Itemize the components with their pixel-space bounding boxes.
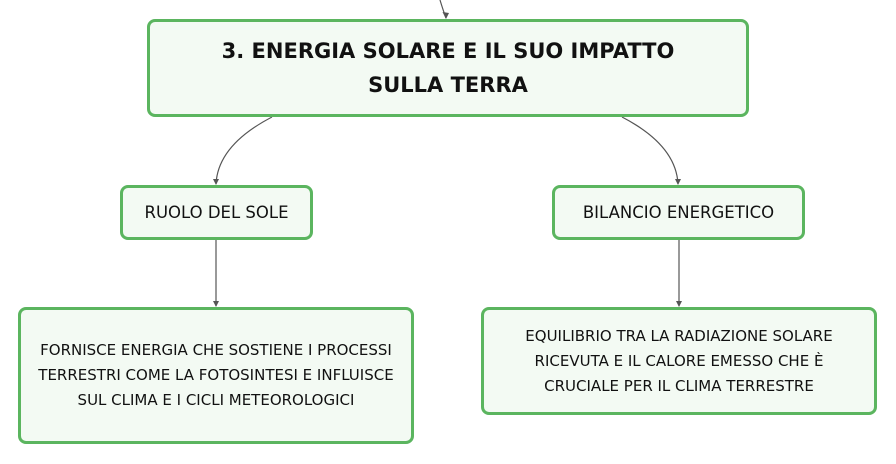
branch-label-ruolo-del-sole: RUOLO DEL SOLE — [144, 202, 289, 222]
detail-text-bilancio-energetico: EQUILIBRIO TRA LA RADIAZIONE SOLARE RICE… — [525, 326, 833, 395]
detail-node-bilancio-energetico[interactable]: EQUILIBRIO TRA LA RADIAZIONE SOLARE RICE… — [481, 307, 877, 415]
arrowhead-bilancio — [675, 179, 681, 185]
arrowhead-incoming — [442, 12, 449, 19]
main-topic-node[interactable]: 3. ENERGIA SOLARE E IL SUO IMPATTO SULLA… — [147, 19, 749, 117]
connector-main-to-bilancio — [621, 116, 679, 185]
branch-node-bilancio-energetico[interactable]: BILANCIO ENERGETICO — [552, 185, 805, 240]
main-topic-label: 3. ENERGIA SOLARE E IL SUO IMPATTO SULLA… — [221, 39, 675, 97]
arrowhead-bilancio-detail — [676, 301, 682, 307]
branch-node-ruolo-del-sole[interactable]: RUOLO DEL SOLE — [120, 185, 313, 240]
detail-node-ruolo-del-sole[interactable]: FORNISCE ENERGIA CHE SOSTIENE I PROCESSI… — [18, 307, 414, 444]
branch-label-bilancio-energetico: BILANCIO ENERGETICO — [582, 202, 775, 222]
arrowhead-ruolo — [213, 179, 219, 185]
arrowhead-ruolo-detail — [213, 301, 219, 307]
connector-main-to-ruolo — [215, 116, 273, 185]
detail-text-ruolo-del-sole: FORNISCE ENERGIA CHE SOSTIENE I PROCESSI… — [38, 341, 394, 409]
